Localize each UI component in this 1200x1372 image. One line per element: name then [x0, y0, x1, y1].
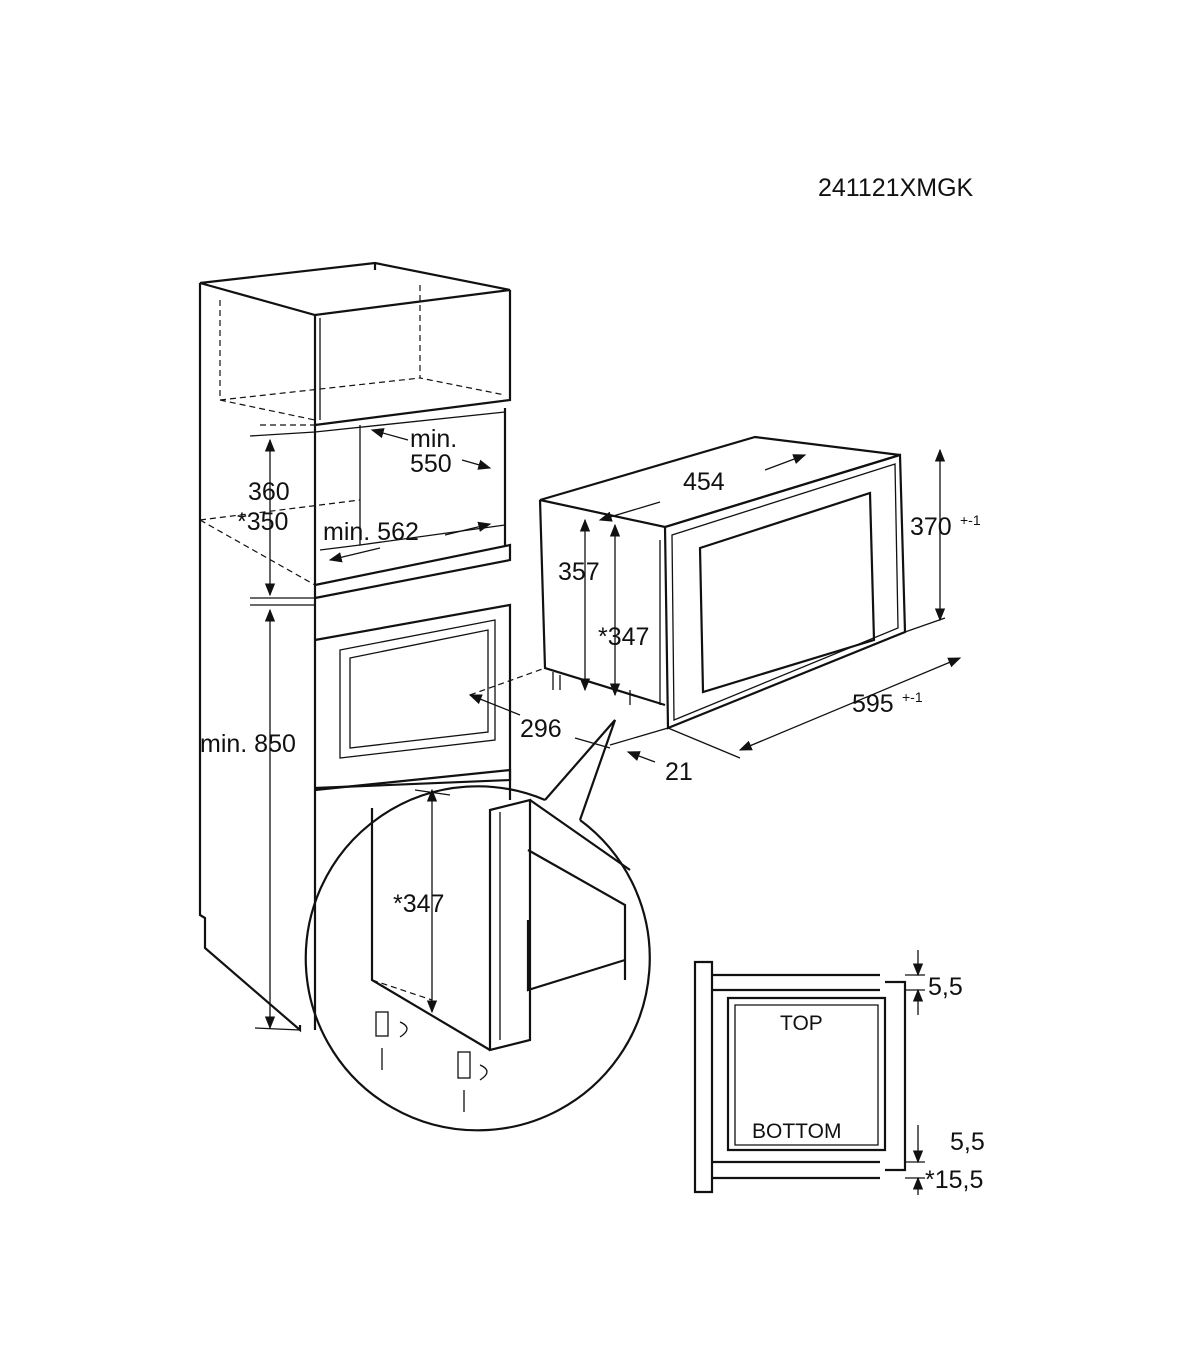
label-tolerance-595: +-1 [902, 689, 923, 705]
label-offset-21: 21 [665, 758, 693, 786]
frame-detail: TOP BOTTOM 5,5 5,5 *15,5 [693, 950, 985, 1195]
label-gap-top: 5,5 [928, 973, 963, 1001]
label-gap-bottom-alt: *15,5 [925, 1166, 983, 1194]
label-depth-550: 550 [410, 450, 452, 478]
label-depth-454: 454 [683, 468, 725, 496]
detail-callout: *347 [304, 719, 651, 1132]
label-width-595: 595 [852, 690, 894, 718]
label-gap-bottom: 5,5 [950, 1128, 985, 1156]
label-top: TOP [780, 1012, 823, 1035]
label-height-850: min. 850 [200, 730, 296, 758]
label-height-350: *350 [237, 508, 288, 536]
label-depth-296: 296 [520, 715, 562, 743]
label-min: min. [410, 425, 457, 453]
tall-cabinet [198, 261, 512, 1033]
cabinet-dimensions: min. 550 360 *350 min. 562 min. 850 [200, 425, 492, 1030]
label-height-370: 370 [910, 513, 952, 541]
microwave-dimensions: 357 *347 454 370 +-1 595 +-1 296 21 [468, 448, 981, 786]
label-bottom: BOTTOM [752, 1120, 841, 1143]
label-tolerance-370: +-1 [960, 512, 981, 528]
label-height-357: 357 [558, 558, 600, 586]
label-height-347: *347 [598, 623, 649, 651]
label-width-562: min. 562 [323, 518, 419, 546]
label-height-360: 360 [248, 478, 290, 506]
label-detail-347: *347 [393, 890, 444, 918]
model-code: 241121XMGK [818, 174, 974, 202]
